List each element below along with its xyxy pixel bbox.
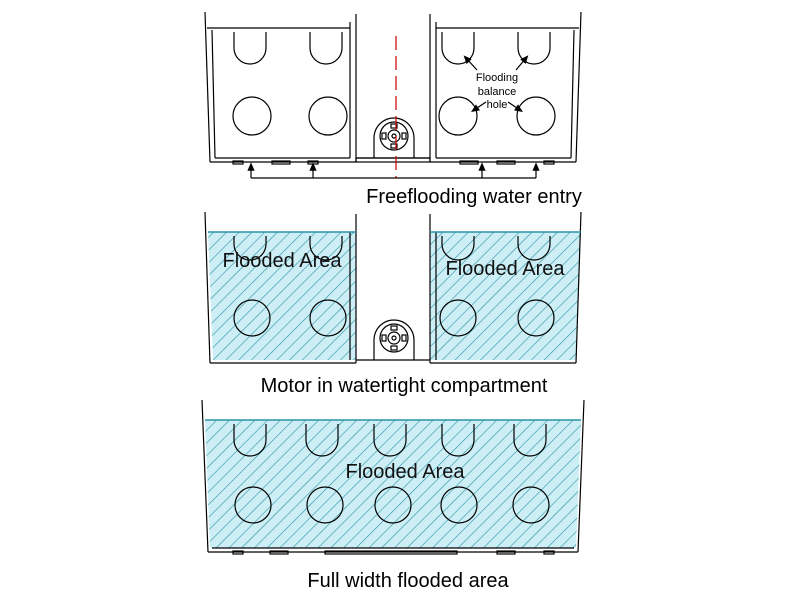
middle-caption: Motor in watertight compartment	[261, 375, 548, 397]
middle-left-hole-1	[233, 299, 271, 337]
top-right-hole-2	[516, 96, 556, 136]
bottom-hole-3	[374, 486, 412, 524]
middle-right-area-label: Flooded Area	[446, 258, 566, 280]
middle-left-area-label: Flooded Area	[223, 250, 343, 272]
middle-right-hole-2	[517, 299, 555, 337]
middle-right-hole-1	[439, 299, 477, 337]
bottom-flooded-fill	[205, 420, 581, 548]
middle-left-hole-2	[309, 299, 347, 337]
flooding-balance-hole-line-2: balance	[478, 86, 517, 98]
top-right-cutout-1	[441, 32, 475, 65]
bottom-panel	[201, 399, 585, 555]
bottom-hole-2	[306, 486, 344, 524]
bottom-hole-5	[512, 486, 550, 524]
flooding-balance-hole-line-1: Flooding	[476, 72, 518, 84]
bottom-hole-4	[440, 486, 478, 524]
top-caption: Freeflooding water entry	[366, 186, 582, 208]
top-left-hull	[204, 11, 357, 165]
top-left-hole-1	[232, 96, 272, 136]
bottom-hole-1	[234, 486, 272, 524]
middle-right-flooded-fill	[430, 232, 581, 360]
water-entry-arrows	[247, 162, 540, 179]
top-right-hole-1	[438, 96, 478, 136]
middle-left-flooded-fill	[208, 232, 356, 360]
bottom-caption: Full width flooded area	[307, 570, 509, 592]
top-left-cutout-1	[233, 32, 267, 65]
flooding-balance-hole-line-3: hole	[487, 99, 508, 111]
top-left-hole-2	[308, 96, 348, 136]
bottom-area-label: Flooded Area	[346, 461, 466, 483]
middle-motor	[373, 319, 415, 360]
top-panel	[204, 11, 582, 179]
middle-panel	[204, 211, 582, 364]
top-left-cutout-2	[309, 32, 343, 65]
top-right-hull	[429, 11, 582, 165]
top-right-cutout-2	[517, 32, 551, 65]
flooding-balance-hole-leaders	[463, 55, 529, 112]
top-motor	[373, 117, 415, 158]
